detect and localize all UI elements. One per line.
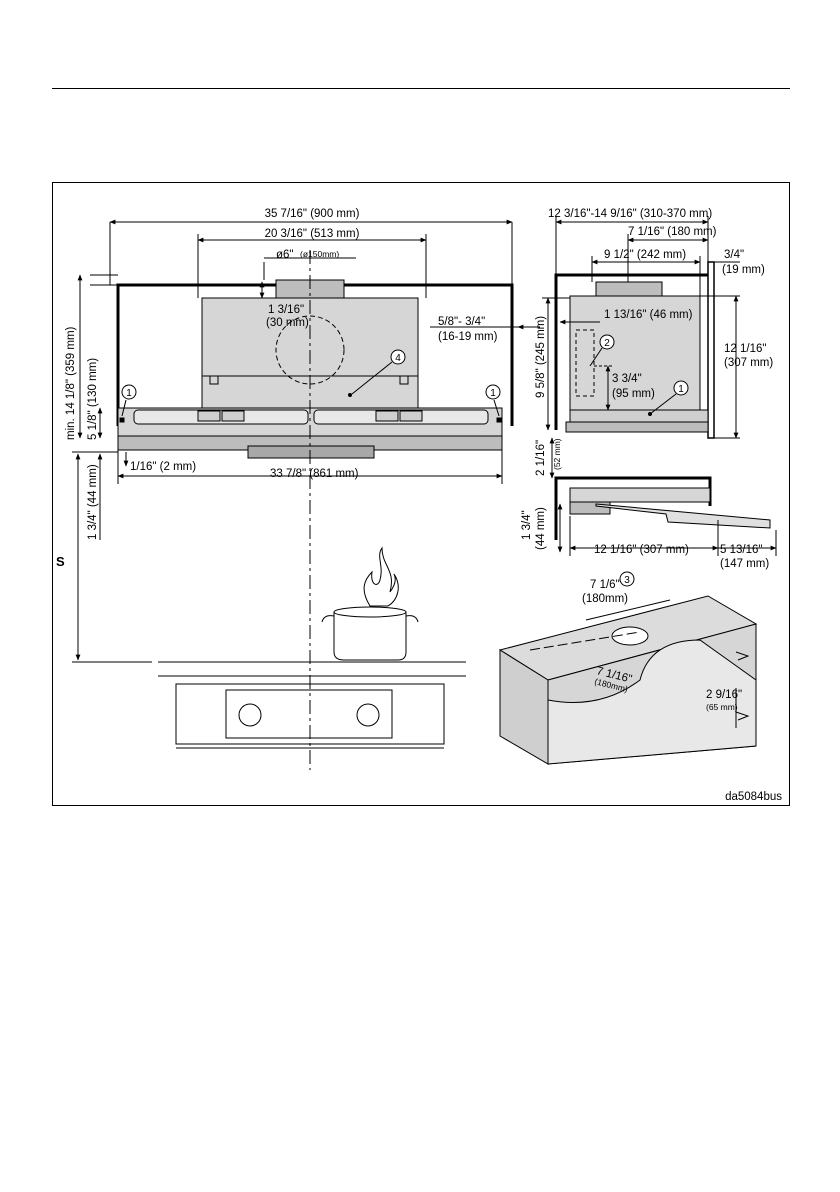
extended-view	[549, 437, 777, 556]
label-duct-width: 9 1/2" (242 mm)	[604, 249, 686, 261]
label-overall-depth: 12 1/16"	[724, 343, 766, 355]
label-front-offset: 1 13/16" (46 mm)	[604, 309, 693, 321]
header-rule	[52, 88, 790, 89]
callout-4: 4	[390, 349, 406, 365]
cabinet-labels: 7 1/6" (180mm) 7 1/16" (180mm) 2 9/16" (…	[582, 579, 742, 712]
callout-2: 2	[599, 334, 615, 350]
callouts: 1 1 4 2 1 3	[121, 334, 689, 587]
cabinet-view	[498, 595, 758, 765]
callout-1-left: 1	[121, 384, 137, 400]
side-labels: 12 3/16"-14 9/16" (310-370 mm) 7 1/16" (…	[535, 208, 773, 400]
label-cutout-top-mm: (180mm)	[582, 593, 628, 605]
label-screw-offset: 1/16" (2 mm)	[130, 461, 196, 473]
label-bracket-height: 3 3/4"	[612, 373, 642, 385]
label-ext-depth: 12 1/16" (307 mm)	[594, 544, 689, 556]
label-depth-range: 12 3/16"-14 9/16" (310-370 mm)	[548, 208, 712, 220]
label-collar-height: 1 3/16"	[268, 304, 304, 316]
figure-frame	[52, 182, 790, 806]
side-duct	[595, 281, 663, 297]
callout-1-right: 1	[485, 384, 501, 400]
label-cutout-top: 7 1/6"	[590, 579, 620, 591]
callout-1-side: 1	[673, 380, 689, 396]
label-wall-gap: 5/8"- 3/4"	[438, 316, 485, 328]
svg-text:3: 3	[624, 575, 630, 586]
label-extension-height-mm: (52 mm)	[552, 438, 562, 470]
cooktop	[158, 661, 466, 749]
label-ext-drop: 1 3/4"	[521, 510, 533, 540]
label-wall-offset-mm: (19 mm)	[722, 264, 765, 276]
svg-text:1: 1	[126, 388, 132, 399]
svg-text:1: 1	[678, 384, 684, 395]
svg-text:2: 2	[604, 338, 610, 349]
label-duct-diameter: ø6"	[276, 249, 294, 261]
label-drop-depth: 1 3/4" (44 mm)	[87, 464, 99, 540]
duct-circle	[275, 315, 345, 385]
label-bracket-spacing: 20 3/16" (513 mm)	[265, 228, 360, 240]
label-cutout-width: 33 7/8" (861 mm)	[270, 468, 359, 480]
label-bracket-height-mm: (95 mm)	[612, 388, 655, 400]
label-depth-to-duct: 7 1/16" (180 mm)	[628, 226, 717, 238]
label-shelf-gap: 2 9/16"	[706, 689, 742, 701]
label-side-body-height: 9 5/8" (245 mm)	[535, 316, 547, 398]
front-view	[72, 219, 540, 770]
label-body-height: 5 1/8" (130 mm)	[87, 358, 99, 440]
label-extension: 5 13/16"	[720, 544, 762, 556]
label-ext-drop-mm: (44 mm)	[535, 507, 547, 550]
svg-text:4: 4	[395, 353, 401, 364]
reference-code: da5084bus	[725, 791, 782, 803]
label-collar-height-mm: (30 mm)	[266, 317, 309, 329]
pot-icon	[321, 606, 419, 661]
visor-handle	[247, 445, 375, 459]
extended-labels: 2 1/16" (52 mm) 1 3/4" (44 mm) 12 1/16" …	[521, 438, 769, 570]
callout-3: 3	[619, 571, 635, 587]
bracket-outline	[575, 329, 595, 397]
label-distance-s: S	[56, 554, 65, 569]
label-shelf-gap-mm: (65 mm)	[706, 702, 738, 712]
front-labels: 35 7/16" (900 mm) 20 3/16" (513 mm) ø6" …	[56, 208, 498, 569]
wall	[707, 261, 715, 439]
label-wall-offset: 3/4"	[724, 249, 744, 261]
label-extension-mm: (147 mm)	[720, 558, 769, 570]
svg-text:1: 1	[490, 388, 496, 399]
flame-icon	[363, 546, 399, 607]
label-extension-height: 2 1/16"	[535, 440, 547, 476]
label-min-height: min. 14 1/8" (359 mm)	[65, 326, 77, 440]
label-wall-gap-mm: (16-19 mm)	[438, 331, 498, 343]
label-overall-depth-mm: (307 mm)	[724, 357, 773, 369]
label-duct-diameter-mm: (ø150mm)	[300, 249, 339, 259]
label-width-overall: 35 7/16" (900 mm)	[265, 208, 360, 220]
